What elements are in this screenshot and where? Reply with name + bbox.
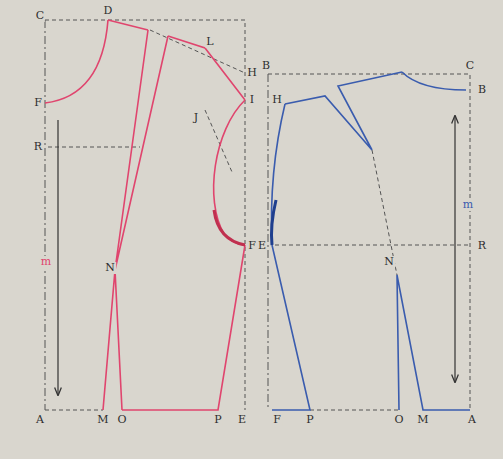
point-letter: F	[247, 240, 257, 252]
grain-arrow	[454, 116, 455, 382]
grain-arrow	[57, 120, 58, 395]
back-shoulder	[285, 72, 402, 150]
back-fold	[268, 74, 269, 410]
point-letter: O	[393, 414, 404, 426]
point-letter: A	[467, 414, 477, 426]
point-letter: H	[246, 67, 258, 79]
point-letter: N	[104, 262, 116, 274]
point-letter: J	[193, 112, 199, 124]
point-letter: R	[33, 141, 43, 153]
point-letter: B	[477, 84, 487, 96]
point-letter: C	[35, 10, 45, 22]
point-letter: C	[465, 60, 475, 72]
point-letter: m	[40, 256, 52, 268]
front-shoulder	[168, 36, 245, 100]
armhole-depth-line	[275, 245, 470, 246]
back-side-seam	[272, 245, 310, 410]
point-letter: P	[305, 414, 314, 426]
front-neckline	[45, 20, 108, 103]
point-letter: E	[237, 414, 247, 426]
front-bodice	[45, 20, 245, 410]
waist-dart	[103, 270, 122, 410]
point-letter: I	[249, 94, 255, 106]
point-letter: M	[416, 414, 429, 426]
back-dart-guide	[372, 150, 397, 275]
point-letter: O	[116, 414, 127, 426]
bust-guide	[205, 110, 232, 172]
back-neckline	[402, 72, 466, 90]
point-letter: F	[272, 414, 282, 426]
point-letter: D	[103, 5, 114, 17]
point-letter: M	[96, 414, 109, 426]
front-frame	[45, 20, 245, 410]
front-fold	[45, 20, 46, 410]
front-hem-guide	[45, 410, 103, 411]
front-side-seam	[122, 245, 245, 410]
back-frame	[268, 74, 470, 410]
point-letter: N	[383, 256, 395, 268]
armhole-accent	[272, 200, 277, 245]
back-dart	[397, 275, 470, 410]
point-letter: F	[33, 97, 43, 109]
point-letter: B	[261, 60, 271, 72]
grain-lines	[58, 116, 455, 395]
front-armhole	[214, 100, 245, 245]
point-letter: R	[477, 240, 487, 252]
front-guide	[48, 147, 140, 148]
back-hem-guide	[310, 410, 399, 411]
armhole-accent	[214, 210, 245, 245]
fold-lines	[45, 20, 268, 410]
front-shoulder	[108, 20, 148, 30]
point-letter: A	[35, 414, 45, 426]
back-bodice	[272, 72, 470, 410]
point-letter: L	[205, 36, 214, 48]
point-letter: E	[257, 240, 267, 252]
back-armhole	[272, 104, 285, 245]
guide-lines	[45, 20, 470, 410]
bust-dart	[115, 30, 168, 270]
point-letter: m	[462, 199, 474, 211]
point-letter: P	[213, 414, 222, 426]
point-letter: H	[271, 94, 283, 106]
